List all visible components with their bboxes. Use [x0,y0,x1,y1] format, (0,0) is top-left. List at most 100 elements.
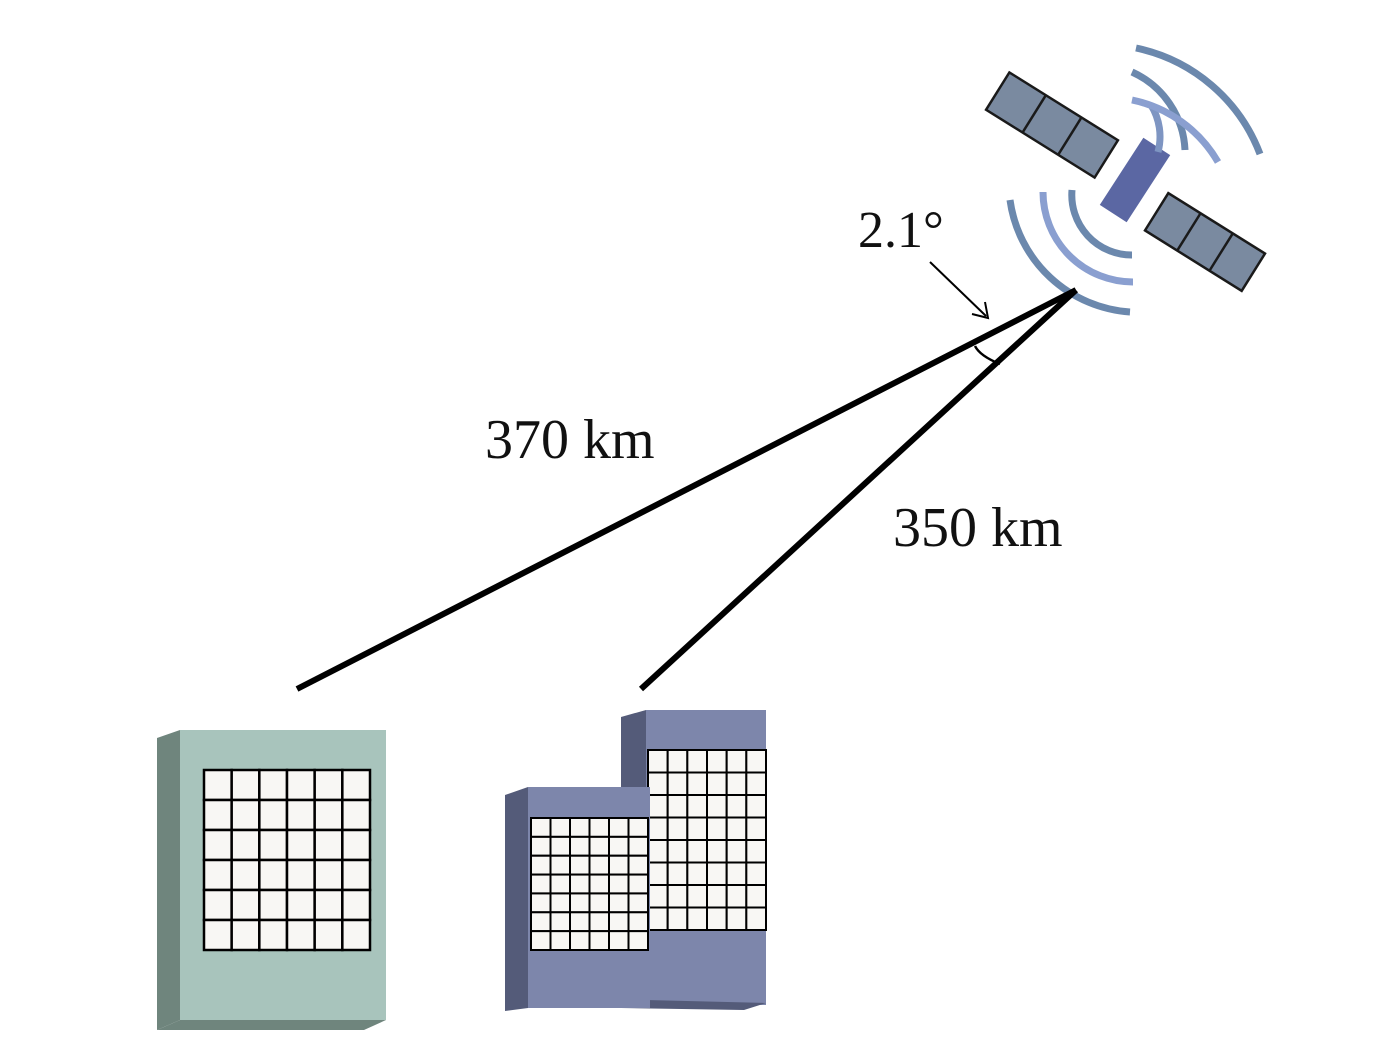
window-pane [569,892,591,914]
window-pane [258,798,289,832]
signal-waves-lower [1006,189,1134,316]
window-pane [285,858,316,892]
window-pane [341,768,372,802]
window-pane [588,911,610,933]
window-pane [725,794,748,819]
window-pane [745,816,767,841]
distance-label-370: 370 km [485,409,655,471]
window-pane [627,817,649,838]
window-pane [608,854,630,876]
window-pane [313,918,344,952]
window-pane [706,884,728,909]
window-pane [745,749,767,774]
window-pane [706,861,728,886]
window-pane [608,892,630,914]
window-pane [202,768,233,802]
window-pane [686,749,708,774]
satellite-icon [984,44,1267,316]
window-pane [230,798,261,832]
satellite-body [1099,137,1171,223]
window-pane [313,888,344,922]
window-pane [647,794,669,819]
office-building-icon [157,730,386,1030]
window-pane [686,794,708,819]
window-pane [530,817,552,838]
distance-label-350: 350 km [893,497,1063,559]
window-pane [202,828,233,862]
window-pane [608,930,630,952]
window-pane [745,794,767,819]
window-pane [230,918,261,952]
window-pane [706,794,728,819]
window-pane [530,911,552,933]
window-pane [569,911,591,933]
signal-waves-upper [1130,44,1264,164]
window-pane [686,771,708,796]
window-pane [647,749,669,774]
window-pane [745,839,767,864]
window-pane [725,771,748,796]
window-pane [686,816,708,841]
window-pane [588,817,610,838]
window-pane [341,828,372,862]
window-pane [627,873,649,895]
window-pane [725,839,748,864]
window-pane [549,854,571,876]
window-pane [285,888,316,922]
building-left-windows [202,768,372,952]
window-pane [647,884,669,909]
window-pane [258,828,289,862]
window-pane [530,835,552,857]
window-pane [230,888,261,922]
window-pane [647,816,669,841]
sight-line-left [295,287,1078,692]
window-pane [608,817,630,838]
angle-label: 2.1° [858,202,944,259]
window-pane [666,816,689,841]
window-pane [588,892,610,914]
window-pane [725,816,748,841]
window-pane [285,918,316,952]
window-pane [627,835,649,857]
window-pane [608,835,630,857]
window-pane [666,771,689,796]
window-pane [666,749,689,774]
window-pane [627,892,649,914]
tower-short-side [505,787,528,1011]
window-pane [745,884,767,909]
window-pane [608,911,630,933]
window-pane [647,839,669,864]
window-pane [745,906,767,931]
window-pane [313,768,344,802]
angle-pointer-arrow [929,261,990,320]
window-pane [341,918,372,952]
window-pane [627,911,649,933]
window-pane [745,861,767,886]
window-pane [549,835,571,857]
sight-lines [295,287,1079,692]
window-pane [666,839,689,864]
window-pane [588,873,610,895]
building-left-side [157,730,180,1030]
window-pane [258,888,289,922]
window-pane [725,861,748,886]
solar-panel-upper [984,70,1120,180]
window-pane [569,817,591,838]
window-pane [588,854,610,876]
window-pane [569,873,591,895]
window-pane [686,861,708,886]
window-pane [341,798,372,832]
window-pane [530,892,552,914]
window-pane [202,798,233,832]
window-pane [569,854,591,876]
window-pane [569,835,591,857]
building-left-bottom [157,1020,386,1030]
window-pane [647,906,669,931]
window-pane [285,768,316,802]
office-building-pair-icon [505,710,767,1011]
window-pane [666,794,689,819]
angle-arc [973,345,1001,366]
window-pane [530,930,552,952]
window-pane [530,854,552,876]
window-pane [230,858,261,892]
